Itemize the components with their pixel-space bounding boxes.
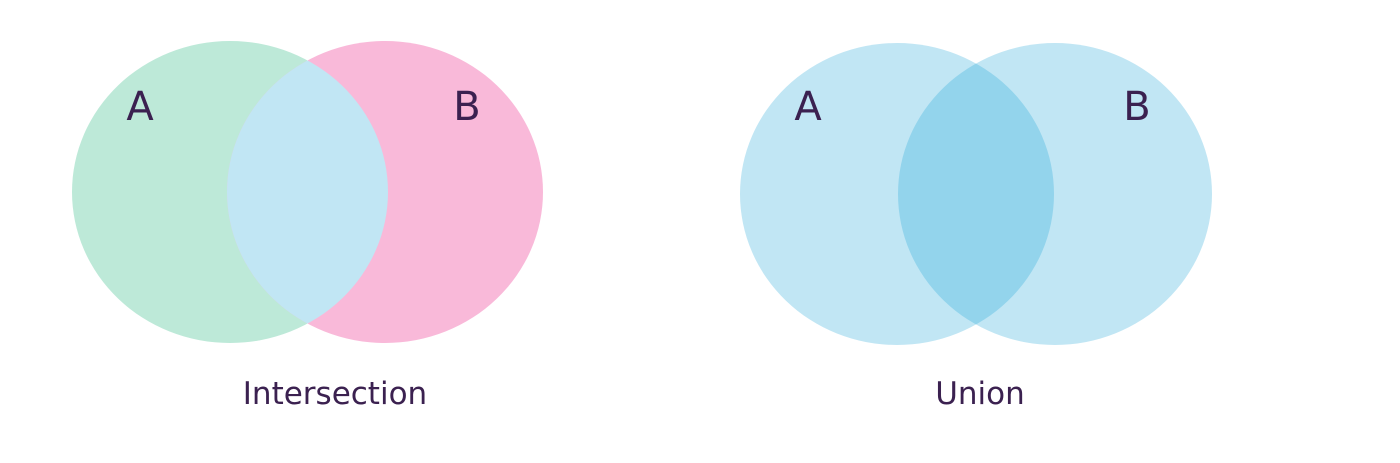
intersection-overlap-region xyxy=(227,41,388,343)
intersection-caption: Intersection xyxy=(243,376,427,412)
intersection-set-a-label: A xyxy=(126,84,154,130)
union-caption: Union xyxy=(935,376,1025,412)
union-diagram: A B Union xyxy=(740,43,1212,412)
union-set-b-label: B xyxy=(1123,84,1150,130)
intersection-diagram: A B Intersection xyxy=(72,41,543,412)
union-set-a-label: A xyxy=(794,84,822,130)
union-overlap-region xyxy=(898,43,1054,345)
intersection-set-b-label: B xyxy=(453,84,480,130)
